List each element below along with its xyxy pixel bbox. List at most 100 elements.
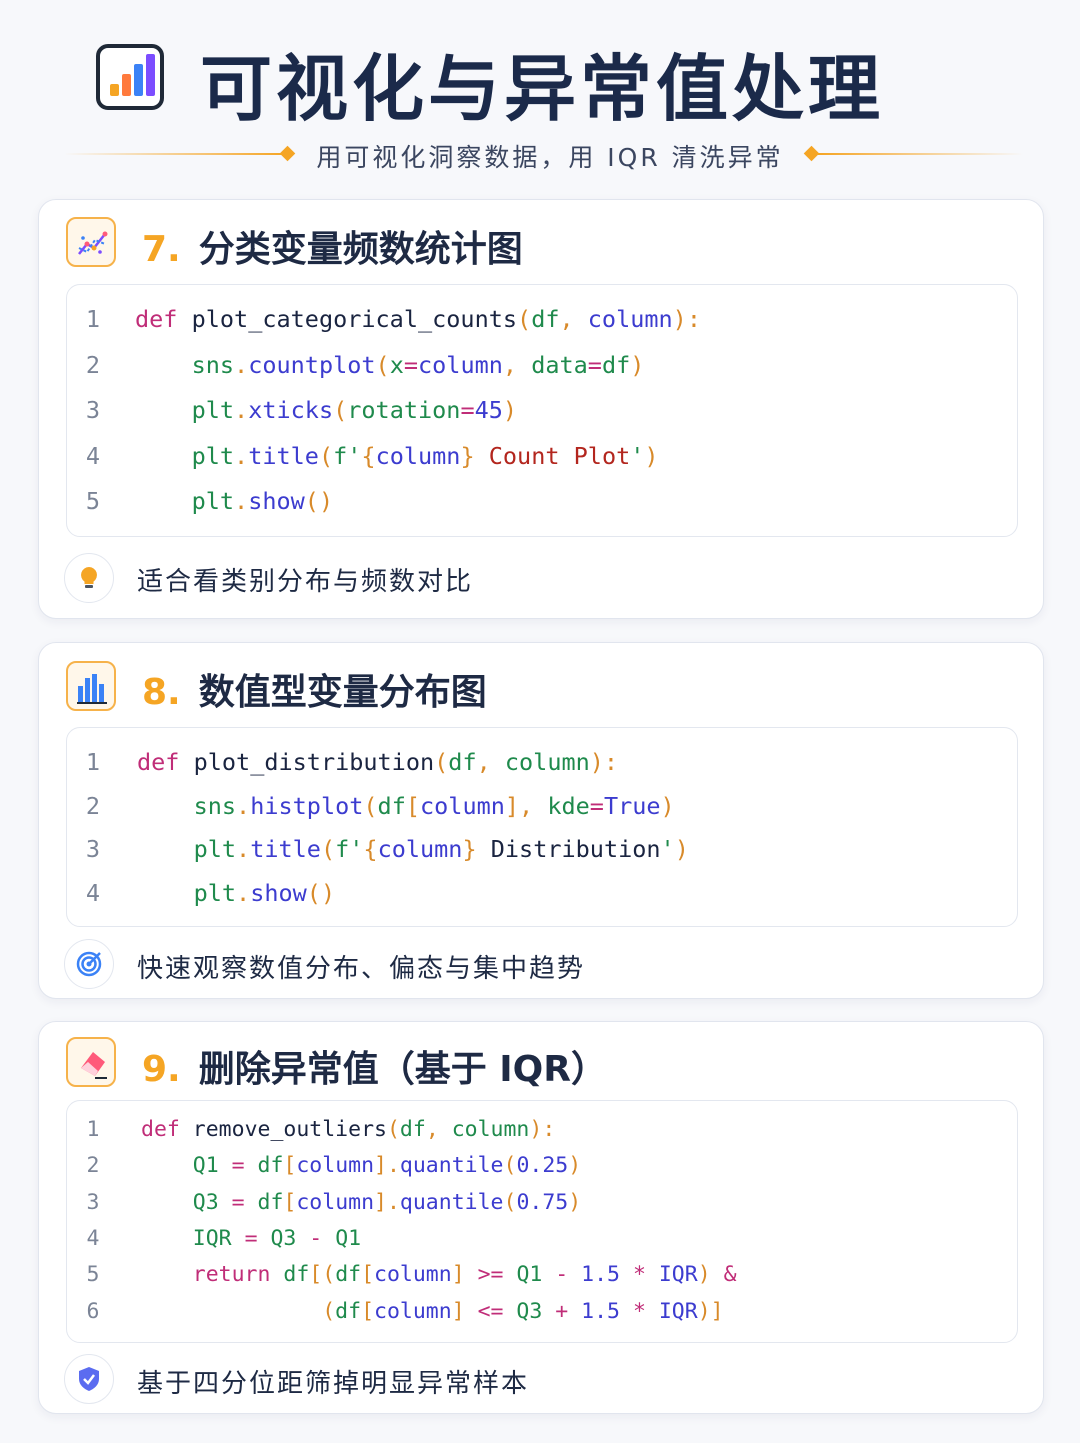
code-token: ], <box>504 791 548 820</box>
line-number: 2 <box>85 350 101 379</box>
code-text: plt.title(f'{column} Distribution') <box>137 835 689 863</box>
code-text: sns.histplot(df[column], kde=True) <box>137 792 675 820</box>
code-token: df <box>335 1298 362 1324</box>
divider-left <box>64 153 286 155</box>
target-icon <box>64 939 114 989</box>
code-token: [( <box>309 1262 336 1288</box>
code-token <box>135 487 192 515</box>
code-token: , <box>502 350 532 379</box>
code-token: { <box>361 441 376 470</box>
code-token: f' <box>335 835 364 863</box>
subtitle-row: 用可视化洞察数据，用 IQR 清洗异常 <box>0 134 1080 174</box>
code-token: def <box>137 748 180 776</box>
code-token: ]. <box>374 1153 400 1179</box>
code-token: ] <box>451 1298 465 1324</box>
code-token: . <box>234 350 249 379</box>
code-token: x <box>389 350 404 379</box>
code-token: xticks <box>248 396 334 424</box>
line-number: 1 <box>86 1117 100 1142</box>
code-text: return df[(df[column] >= Q1 - 1.5 * IQR)… <box>141 1262 737 1287</box>
code-token <box>180 1117 193 1142</box>
code-token: df <box>399 1117 426 1142</box>
code-text: IQR = Q3 - Q1 <box>141 1226 361 1251</box>
bar-chart-icon <box>96 44 164 110</box>
code-token <box>177 305 191 333</box>
code-token: histplot <box>250 791 364 820</box>
code-token: column <box>374 1298 452 1324</box>
code-token: ( <box>503 1189 517 1215</box>
code-token: ( <box>375 350 390 379</box>
tip-text: 快速观察数值分布、偏态与集中趋势 <box>137 954 586 984</box>
code-token: ( <box>363 791 378 820</box>
code-token: . <box>236 791 251 820</box>
page-title: 可视化与异常值处理 <box>200 47 885 131</box>
code-token: ): <box>672 305 701 333</box>
code-text: def plot_categorical_counts(df, column): <box>135 305 701 333</box>
code-token: df <box>377 791 406 820</box>
code-token: kde <box>547 791 590 820</box>
eraser-icon <box>66 1037 116 1087</box>
code-token: column <box>451 1117 530 1142</box>
code-token: [ <box>283 1153 297 1179</box>
code-token: remove_outliers <box>192 1117 387 1142</box>
code-token: } <box>462 835 477 863</box>
code-token: sns <box>193 791 237 820</box>
line-number: 5 <box>85 487 101 515</box>
code-token: IQR <box>658 1298 698 1324</box>
code-token: ) <box>660 791 675 820</box>
code-token: = <box>403 350 419 379</box>
code-token: [ <box>405 791 420 820</box>
code-token: ( <box>322 1298 336 1324</box>
code-token: * <box>620 1298 659 1324</box>
code-token: rotation <box>347 396 461 424</box>
code-text: plt.xticks(rotation=45) <box>135 396 517 424</box>
section-title: 7.分类变量频数统计图 <box>142 229 523 270</box>
code-token: = <box>587 350 602 379</box>
tip-text: 基于四分位距筛掉明显异常样本 <box>137 1369 530 1399</box>
code-token: ): <box>529 1117 556 1142</box>
code-token: = <box>218 1153 258 1179</box>
diamond-icon <box>803 145 820 162</box>
code-token: ): <box>589 748 619 776</box>
code-token: Q1 <box>335 1225 362 1251</box>
line-number: 1 <box>85 305 101 333</box>
shield-check-icon <box>64 1354 114 1404</box>
code-token: . <box>234 487 249 515</box>
code-token <box>270 1262 283 1287</box>
code-text: Q3 = df[column].quantile(0.75) <box>141 1190 581 1215</box>
code-text: sns.countplot(x=column, data=df) <box>135 350 645 379</box>
code-token: data <box>531 350 588 379</box>
code-token: - <box>296 1225 336 1251</box>
line-number: 3 <box>86 1189 100 1215</box>
code-token: plt <box>193 878 237 907</box>
code-token: & <box>710 1262 737 1288</box>
trend-chart-icon <box>66 217 116 267</box>
code-token: ( <box>318 441 334 470</box>
code-token: column <box>375 441 461 470</box>
code-token: title <box>248 441 319 470</box>
code-token: plot_distribution <box>193 748 435 776</box>
code-token: = <box>231 1225 271 1251</box>
code-token: column <box>296 1189 375 1215</box>
code-token <box>179 748 193 776</box>
code-token: Q3 <box>270 1225 297 1251</box>
page-subtitle: 用可视化洞察数据，用 IQR 清洗异常 <box>316 143 784 172</box>
code-text: (df[column] <= Q3 + 1.5 * IQR)] <box>141 1298 723 1324</box>
code-token <box>141 1226 193 1251</box>
code-token: () <box>306 878 336 907</box>
code-token: title <box>250 835 321 863</box>
code-token: plot_categorical_counts <box>191 305 518 333</box>
code-token <box>135 351 192 379</box>
code-token: df <box>448 748 477 776</box>
code-token: show <box>248 487 305 515</box>
line-number: 6 <box>86 1298 100 1324</box>
code-token: df <box>601 350 631 379</box>
code-token: quantile <box>399 1189 504 1215</box>
code-token <box>141 1153 193 1178</box>
code-token: 0.25 <box>516 1153 569 1179</box>
code-token: plt <box>191 487 235 515</box>
code-token: column <box>420 791 505 820</box>
